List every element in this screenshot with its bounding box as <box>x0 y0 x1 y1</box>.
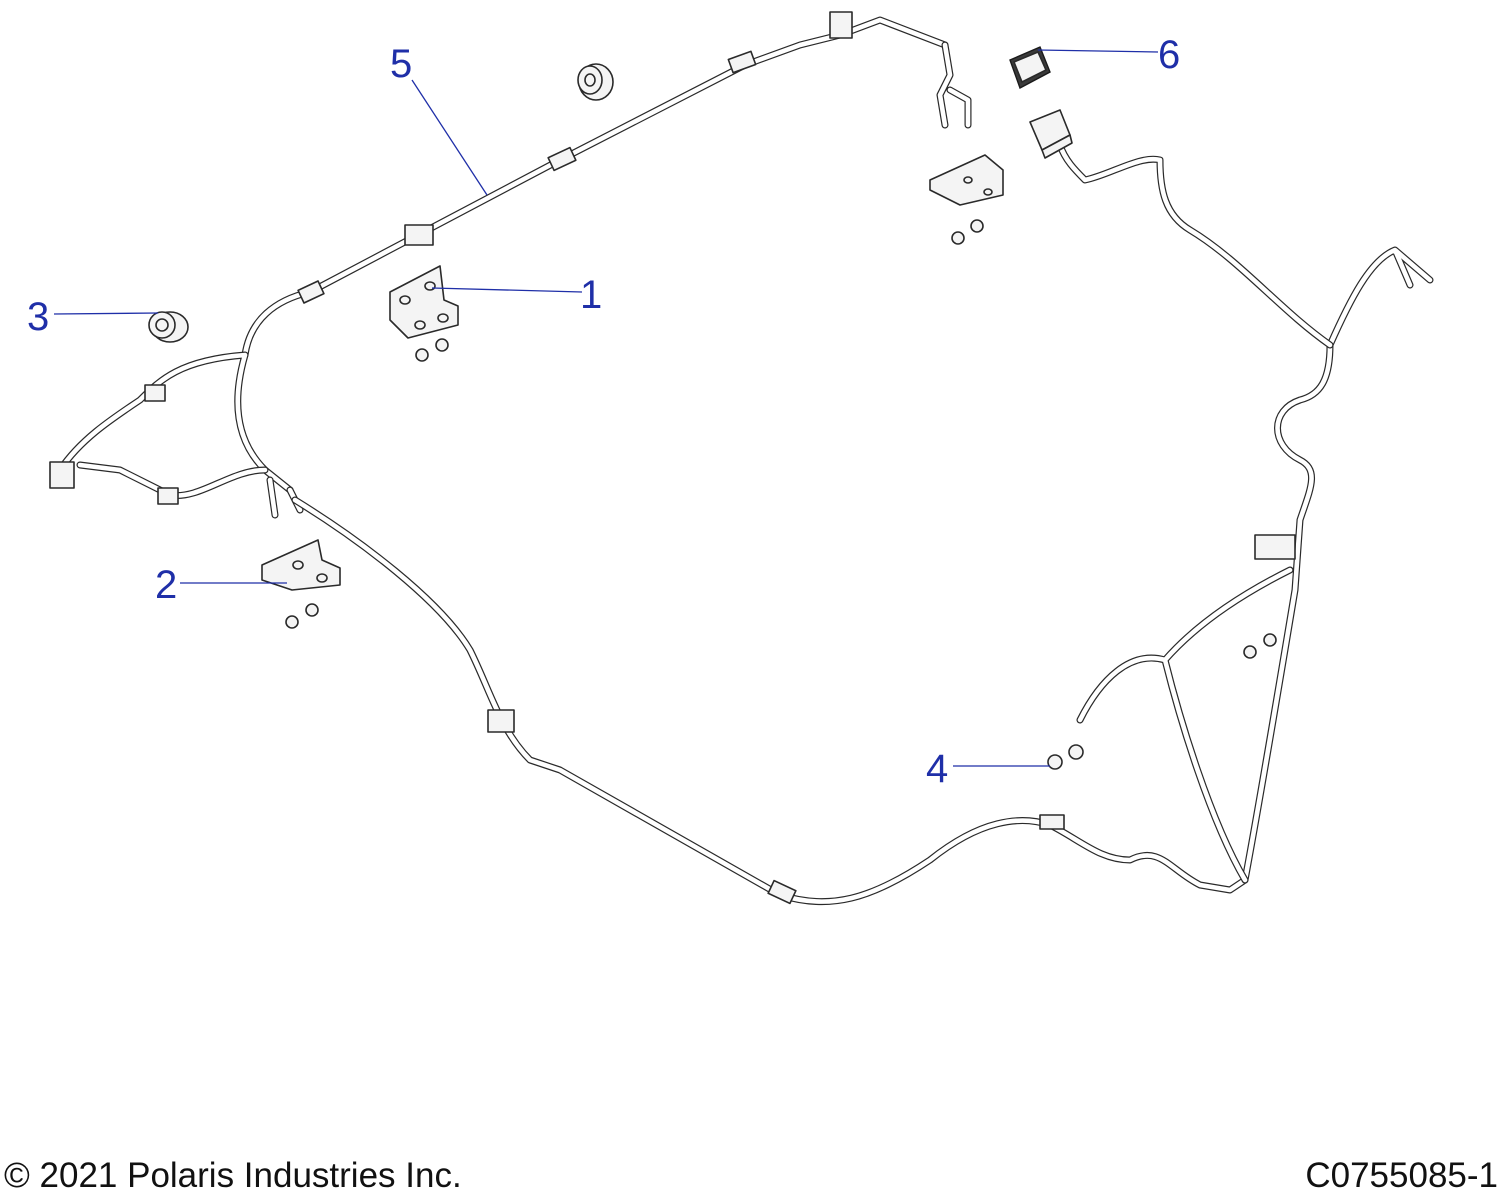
copyright-text: © 2021 Polaris Industries Inc. <box>4 1156 462 1195</box>
leader-lines <box>53 49 1159 767</box>
bracket-upper-right <box>929 154 1004 245</box>
callout-4: 4 <box>926 747 948 791</box>
bracket-part-2 <box>261 539 341 629</box>
callout-5: 5 <box>390 42 412 86</box>
grommet-part-3 <box>148 311 189 343</box>
callout-2: 2 <box>155 563 177 607</box>
switch-connector <box>1029 109 1073 159</box>
rocker-switch-part-6 <box>1009 46 1051 89</box>
bracket-part-1 <box>389 265 459 362</box>
callout-3: 3 <box>27 295 49 339</box>
drawing-number: C0755085-1 <box>1305 1156 1498 1195</box>
callout-1: 1 <box>580 273 602 317</box>
callout-6: 6 <box>1158 33 1180 77</box>
grommet-top <box>577 63 614 101</box>
wiring-harness <box>49 11 1434 906</box>
nuts-part-4 <box>1047 633 1277 770</box>
